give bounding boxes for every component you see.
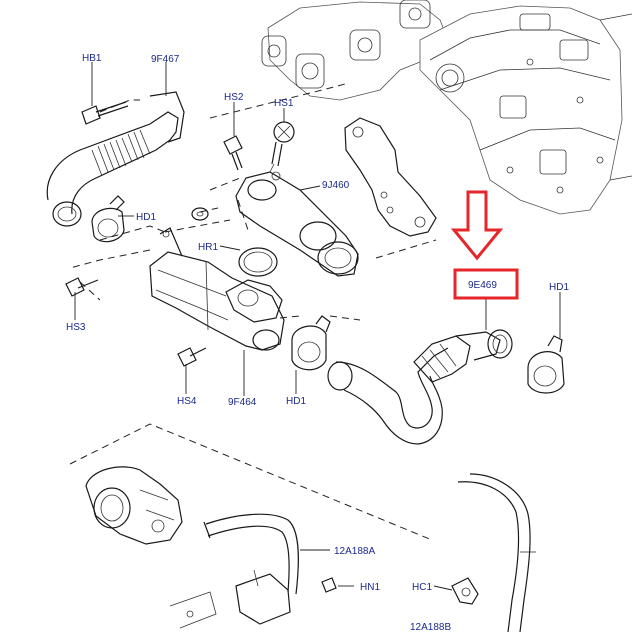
label-9f464: 9F464 <box>228 397 257 408</box>
label-hd1-middle: HD1 <box>286 396 306 407</box>
vacuum-hose-12a188b-drawing <box>457 473 536 632</box>
vacuum-solenoid-drawing <box>169 569 291 629</box>
label-9f467: 9F467 <box>151 54 180 65</box>
label-12a188b: 12A188B <box>410 622 451 632</box>
label-hd1-right: HD1 <box>549 282 569 293</box>
hd1-middle-clamp-drawing <box>291 315 331 371</box>
mounting-bracket-drawing <box>344 117 437 237</box>
label-hc1: HC1 <box>412 582 432 593</box>
highlight-arrow <box>450 190 504 261</box>
pipe-9f467-drawing <box>46 91 185 227</box>
label-hb1: HB1 <box>82 53 102 64</box>
hn1-nut-drawing <box>321 577 337 593</box>
label-hr1: HR1 <box>198 242 218 253</box>
label-12a188a: 12A188A <box>334 546 375 557</box>
throttle-body-drawing <box>85 466 183 545</box>
label-hn1: HN1 <box>360 582 380 593</box>
engine-block-drawing <box>261 0 632 215</box>
hr1-oring-drawing <box>238 247 278 277</box>
hs3-bolt-drawing <box>65 277 99 297</box>
hc1-clip-drawing <box>451 577 479 605</box>
label-hd1-left: HD1 <box>136 212 156 223</box>
highlight-box <box>453 268 519 300</box>
hs2-bolt-drawing <box>223 135 243 171</box>
pipe-9e469-drawing <box>327 329 513 445</box>
label-9j460: 9J460 <box>322 180 350 191</box>
egr-cooler-9f464-drawing <box>149 227 285 351</box>
hb1-bolt-drawing <box>81 101 129 125</box>
hd1-left-clamp-drawing <box>91 195 125 243</box>
hs1-bolt-drawing <box>271 121 295 167</box>
leader-lines <box>74 62 561 591</box>
vacuum-hose-12a188a-drawing <box>203 513 299 595</box>
label-hs2: HS2 <box>224 92 244 103</box>
label-hs1: HS1 <box>274 98 294 109</box>
part-labels: HB1 9F467 HS2 HS1 9J460 HD1 HR1 HS3 HS4 … <box>66 53 569 632</box>
washer-drawing <box>191 207 209 221</box>
hs4-bolt-drawing <box>177 347 207 367</box>
hd1-right-clamp-drawing <box>527 335 565 394</box>
assembly-lines <box>69 83 437 541</box>
egr-valve-9j460-drawing <box>235 163 359 277</box>
label-hs4: HS4 <box>177 396 197 407</box>
label-9e469: 9E469 <box>468 280 497 291</box>
label-hs3: HS3 <box>66 322 86 333</box>
